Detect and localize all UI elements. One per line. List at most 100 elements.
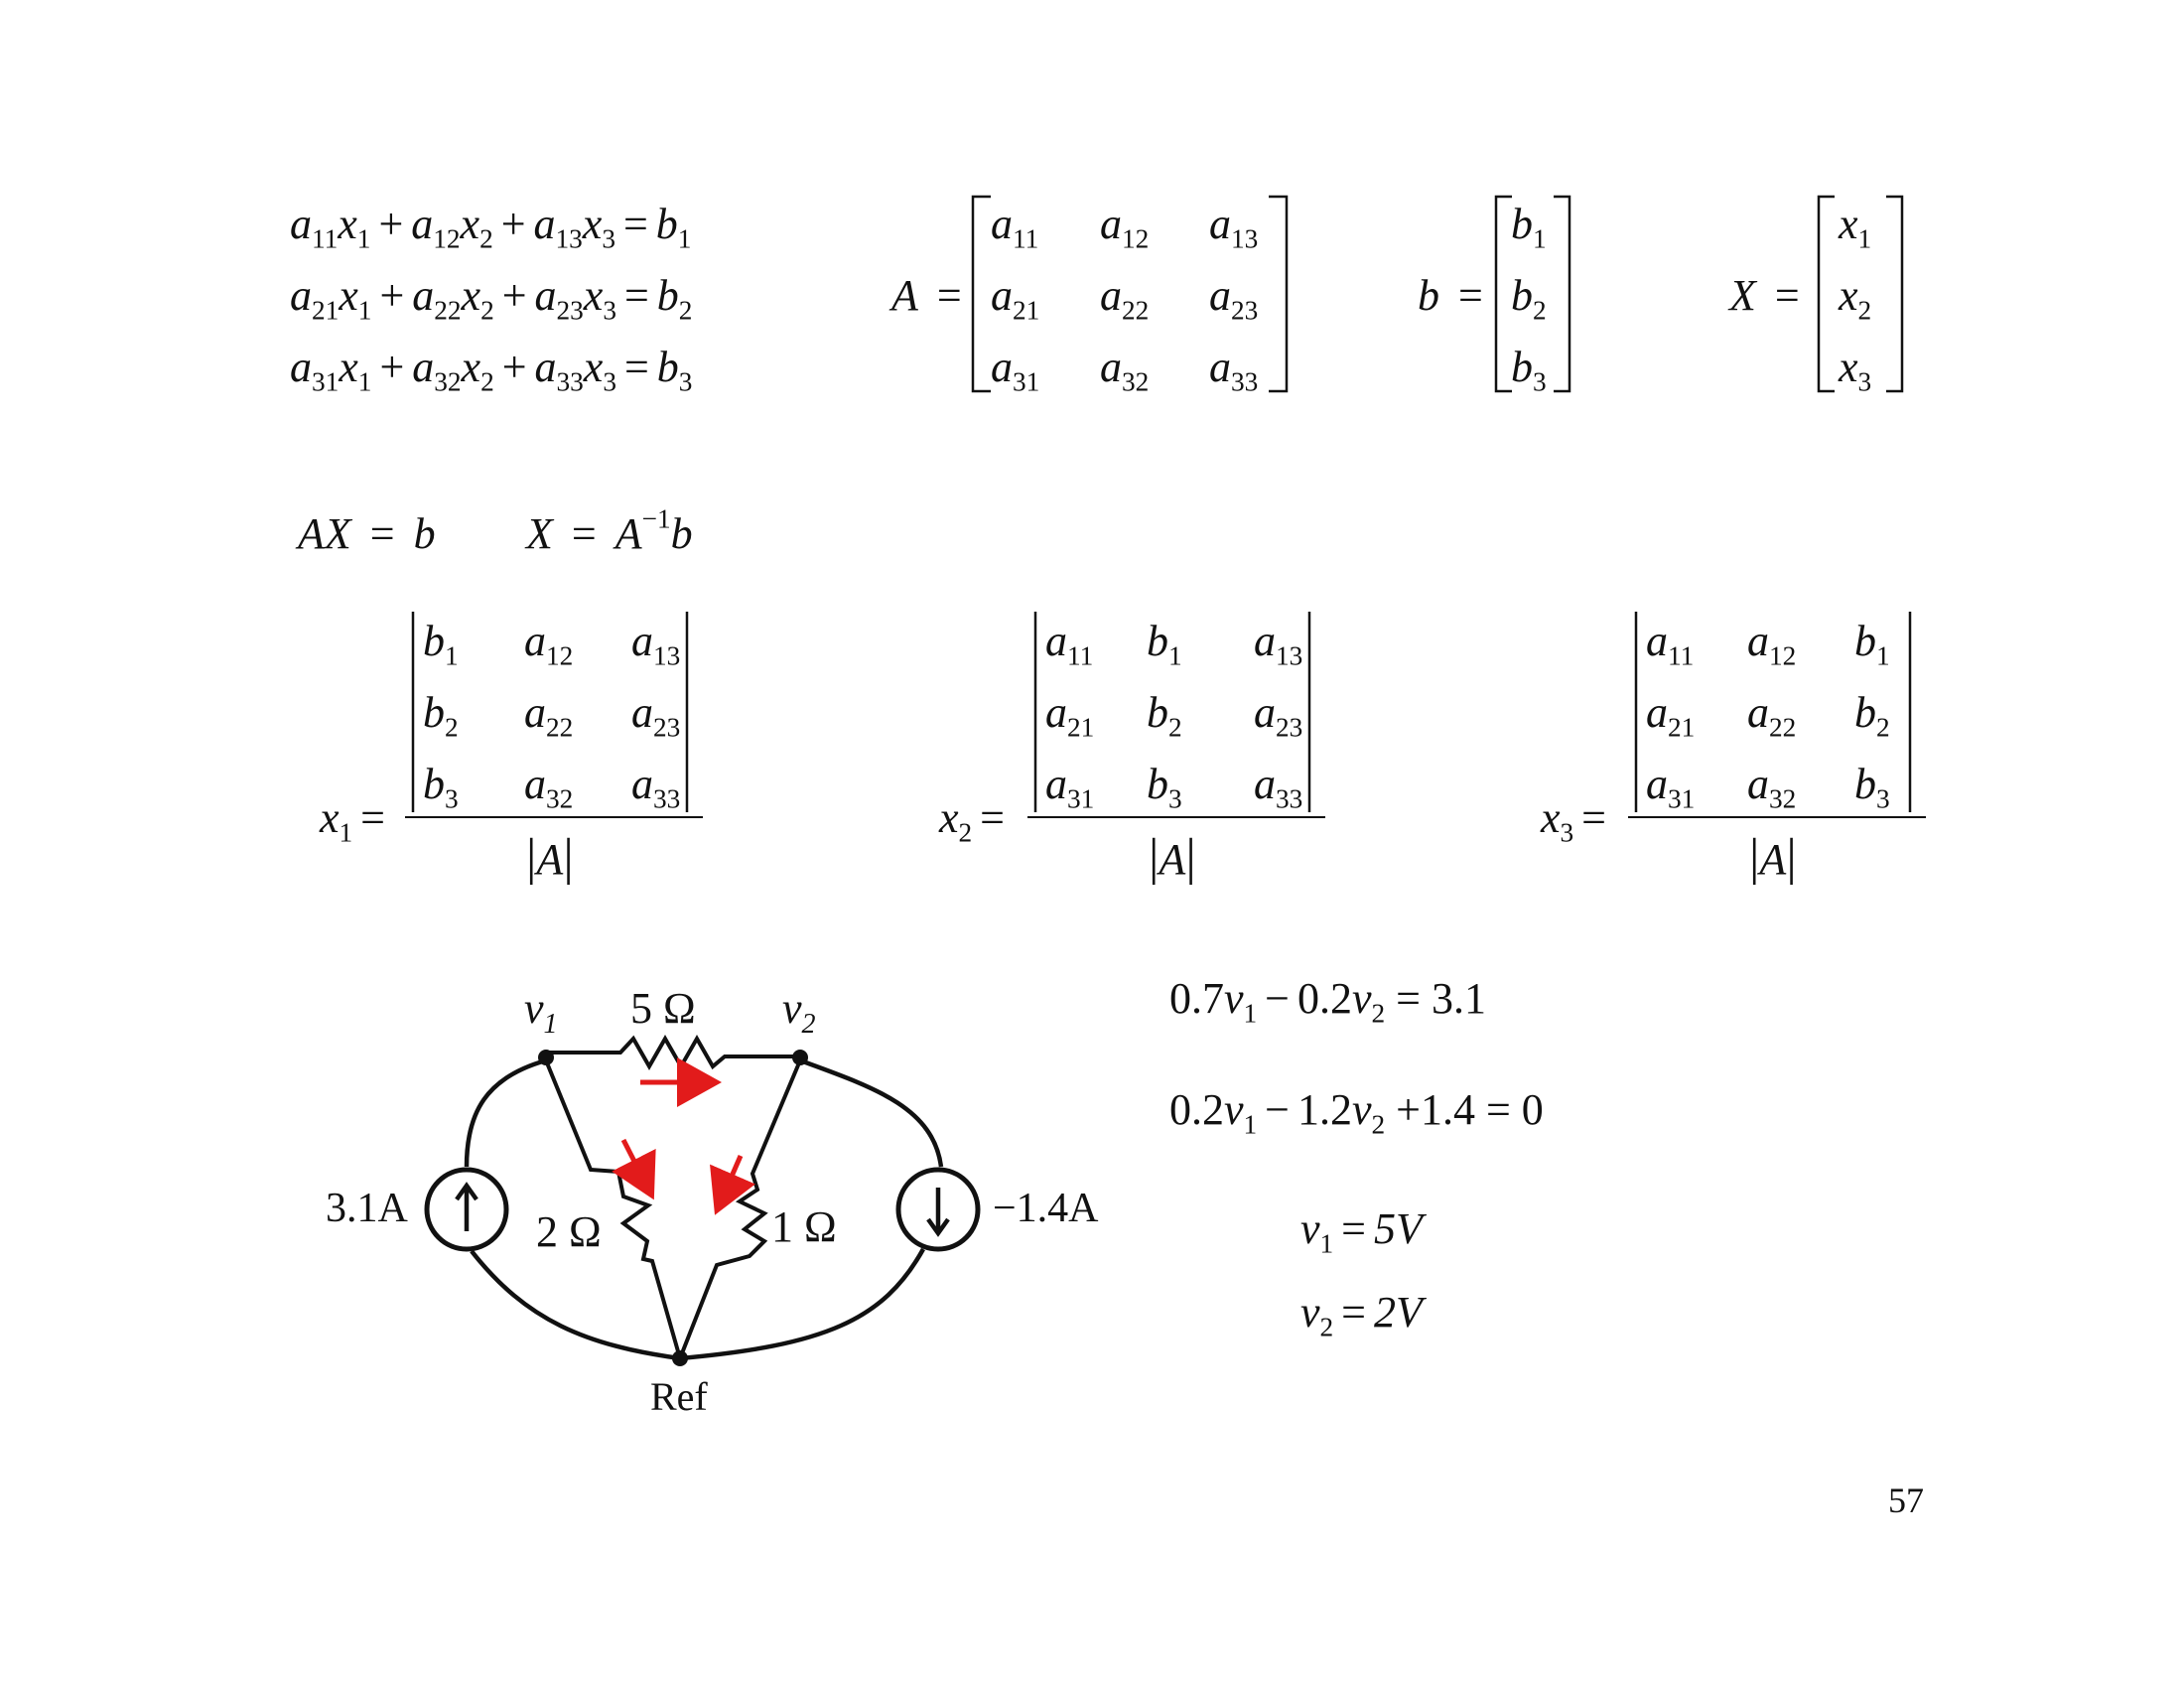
system-term: x3 (583, 343, 616, 397)
plus-sign: + (501, 343, 527, 391)
matrix-A-equals: = (936, 271, 962, 320)
system-term: a32 (412, 343, 462, 397)
a-term: A (614, 509, 642, 558)
system-term: a11 (290, 200, 339, 254)
matrix-A-brackets (971, 195, 1289, 393)
determinant-cell: b3 (1147, 760, 1182, 814)
matrix-A-cell: a21 (991, 271, 1040, 326)
node-v2-label: v2 (782, 984, 816, 1040)
system-term: a33 (534, 343, 584, 397)
cramer-lhs: x3= (1541, 793, 1606, 848)
vecX-cell: x3 (1839, 343, 1872, 397)
system-term: b2 (656, 271, 693, 326)
solution-v2: v2=2V (1300, 1288, 1423, 1342)
determinant-cell: a32 (524, 760, 574, 814)
equals-sign: = (623, 343, 649, 391)
system-term: x1 (338, 200, 371, 254)
system-term: a21 (290, 271, 340, 326)
system-term: a31 (290, 343, 340, 397)
equals-sign: = (571, 509, 597, 558)
vecX-cell: x2 (1839, 271, 1872, 326)
matrix-A-cell: a33 (1209, 343, 1259, 397)
system-row-1-text: a11x1+a12x2+a13x3=b1 (290, 200, 692, 254)
matrix-A-symbol: A (891, 271, 918, 320)
determinant-cell: b1 (423, 617, 459, 671)
cramer-lhs: x1= (320, 793, 385, 848)
matrix-A-cell: a11 (991, 200, 1039, 254)
matrix-A-cell: a23 (1209, 271, 1259, 326)
matrix-A-cell: a32 (1100, 343, 1150, 397)
vecB-cell: b3 (1511, 343, 1547, 397)
matrix-A-cell: a31 (991, 343, 1040, 397)
node-v1-dot (538, 1050, 554, 1065)
right-wire-top (799, 1057, 944, 1168)
left-wire-top (464, 1057, 547, 1168)
matrix-A-cell: a13 (1209, 200, 1259, 254)
determinant-cell: a11 (1045, 617, 1094, 671)
source-right-label: −1.4A (993, 1186, 1099, 1231)
page-number: 57 (1888, 1480, 1924, 1520)
arrow-up-icon (455, 1182, 478, 1231)
determinant-cell: a23 (631, 688, 681, 743)
resistor-2-ohm (544, 1059, 682, 1359)
determinant-cell: b2 (423, 688, 459, 743)
matrix-A-label: A = (891, 270, 970, 321)
system-row-3-text: a31x1+a32x2+a33x3=b3 (290, 343, 693, 397)
vector-b-equals: = (1458, 271, 1483, 320)
matrix-A-cell: a22 (1100, 271, 1150, 326)
vector-b-label: b = (1418, 270, 1491, 321)
determinant-cell: a33 (1254, 760, 1303, 814)
determinant-cell: b3 (1854, 760, 1890, 814)
solution-v1: v1=5V (1300, 1204, 1423, 1259)
system-term: b3 (656, 343, 693, 397)
vector-X-equals: = (1774, 271, 1800, 320)
determinant-A: |A| (1749, 829, 1797, 886)
plus-sign: + (500, 200, 526, 248)
node-equation-2: 0.2v1−1.2v2 +1.4 = 0 (1169, 1085, 1544, 1140)
b-term: b (670, 509, 693, 558)
vecX-cell: x1 (1839, 200, 1872, 254)
determinant-cell: a32 (1747, 760, 1797, 814)
vector-X-symbol: X (1729, 271, 1756, 320)
left-wire-bottom (470, 1249, 681, 1361)
source-left-label: 3.1A (326, 1186, 409, 1231)
determinant-cell: a12 (524, 617, 574, 671)
resistor-5-ohm-label: 5 Ω (630, 984, 696, 1033)
plus-sign: + (379, 271, 405, 320)
resistor-2-ohm-label: 2 Ω (536, 1207, 602, 1256)
system-term: a12 (411, 200, 461, 254)
determinant-bars (411, 612, 689, 812)
system-term: a13 (533, 200, 583, 254)
plus-sign: + (378, 200, 404, 248)
resistor-1-ohm-label: 1 Ω (771, 1202, 837, 1251)
matrix-A-cell: a12 (1100, 200, 1150, 254)
plus-sign: + (501, 271, 527, 320)
determinant-cell: b1 (1854, 617, 1890, 671)
system-term: x1 (339, 343, 372, 397)
determinant-cell: b2 (1147, 688, 1182, 743)
fraction-bar (405, 816, 703, 818)
vecB-cell: b2 (1511, 271, 1547, 326)
determinant-cell: a13 (1254, 617, 1303, 671)
determinant-cell: b1 (1147, 617, 1182, 671)
system-term: x3 (582, 200, 615, 254)
resistor-5-ohm (546, 1034, 800, 1071)
system-row-2-text: a21x1+a22x2+a23x3=b2 (290, 271, 693, 326)
determinant-bars (1033, 612, 1311, 812)
determinant-A: |A| (526, 829, 574, 886)
system-term: x1 (339, 271, 372, 326)
cramer-lhs: x2= (939, 793, 1005, 848)
determinant-cell: b3 (423, 760, 459, 814)
system-term: b1 (655, 200, 692, 254)
current-arrow-2ohm (612, 1138, 656, 1200)
system-term: x3 (583, 271, 616, 326)
determinant-cell: a31 (1646, 760, 1696, 814)
determinant-cell: a22 (524, 688, 574, 743)
determinant-cell: a13 (631, 617, 681, 671)
node-v2-dot (792, 1050, 808, 1065)
equals-sign: = (622, 200, 648, 248)
inverse-solution: X = A−1b (526, 505, 693, 559)
vecB-cell: b1 (1511, 200, 1547, 254)
system-row-3: a31x1+a32x2+a33x3=b3 (290, 342, 693, 397)
